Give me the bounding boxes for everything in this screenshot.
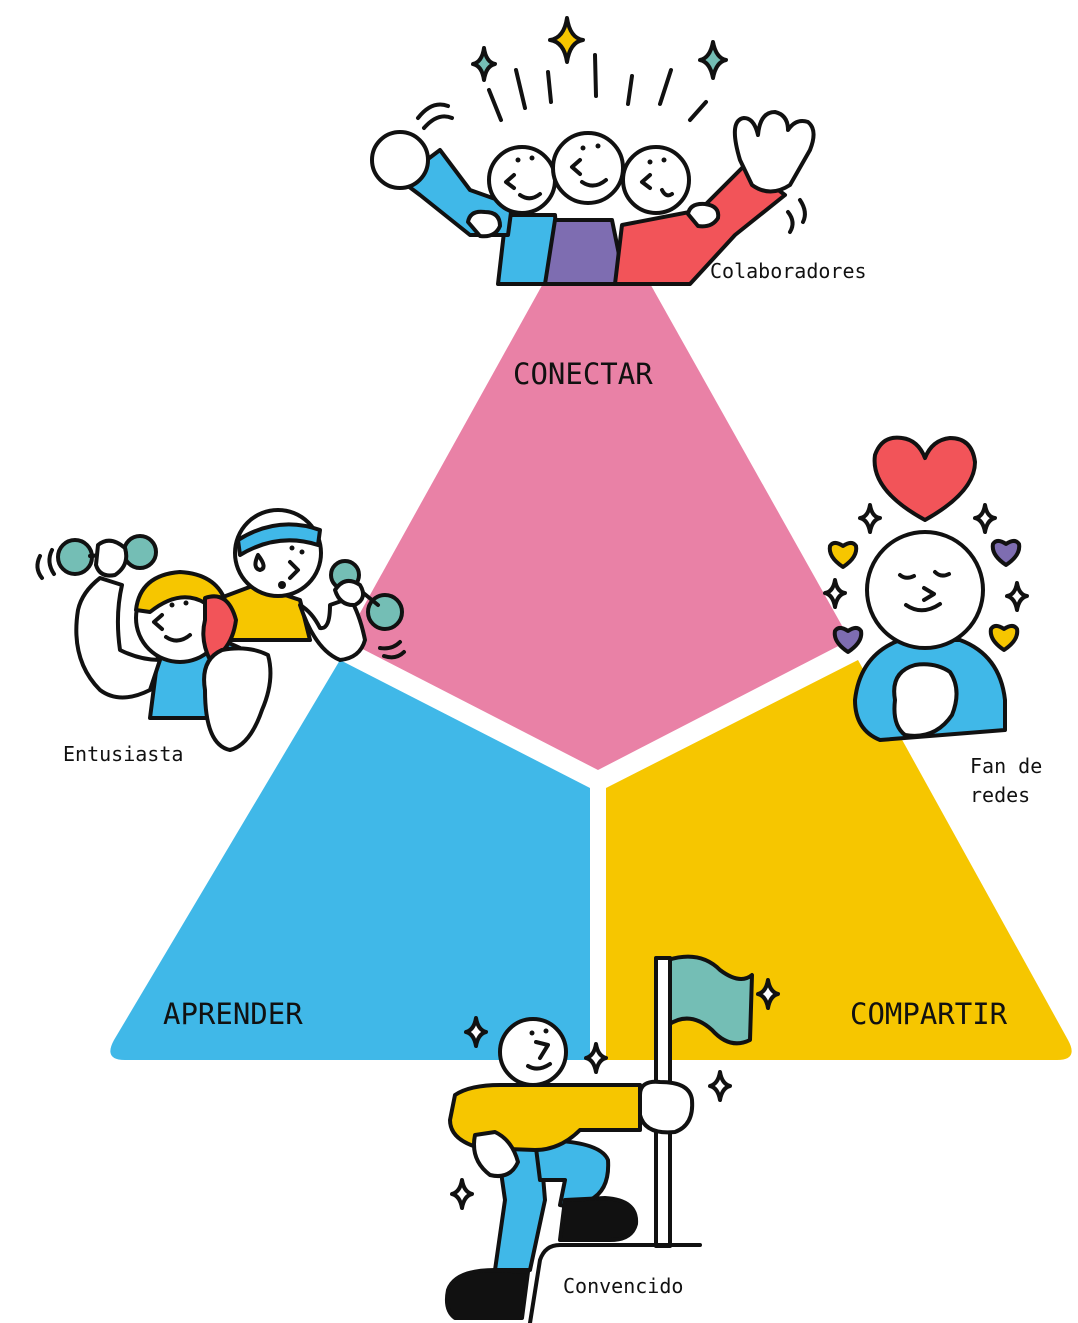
three-cheering-people-icon [370,16,816,286]
persona-label-collaborators: Colaboradores [710,259,867,283]
segment-learn [110,660,590,1060]
segment-label-learn: APRENDER [163,997,303,1031]
segment-share [606,660,1072,1060]
persona-label-social-fan-line2: redes [970,783,1030,807]
person-with-hearts-icon [823,435,1029,742]
segment-label-connect: CONECTAR [513,357,653,391]
persona-label-convinced: Convencido [563,1274,683,1298]
segment-label-share: COMPARTIR [850,997,1008,1031]
segment-connect [345,280,850,770]
persona-label-enthusiast: Entusiasta [63,742,183,766]
person-with-flag-icon [444,954,780,1323]
two-people-lifting-dumbbells-icon [35,508,406,752]
persona-label-social-fan-line1: Fan de [970,754,1042,778]
